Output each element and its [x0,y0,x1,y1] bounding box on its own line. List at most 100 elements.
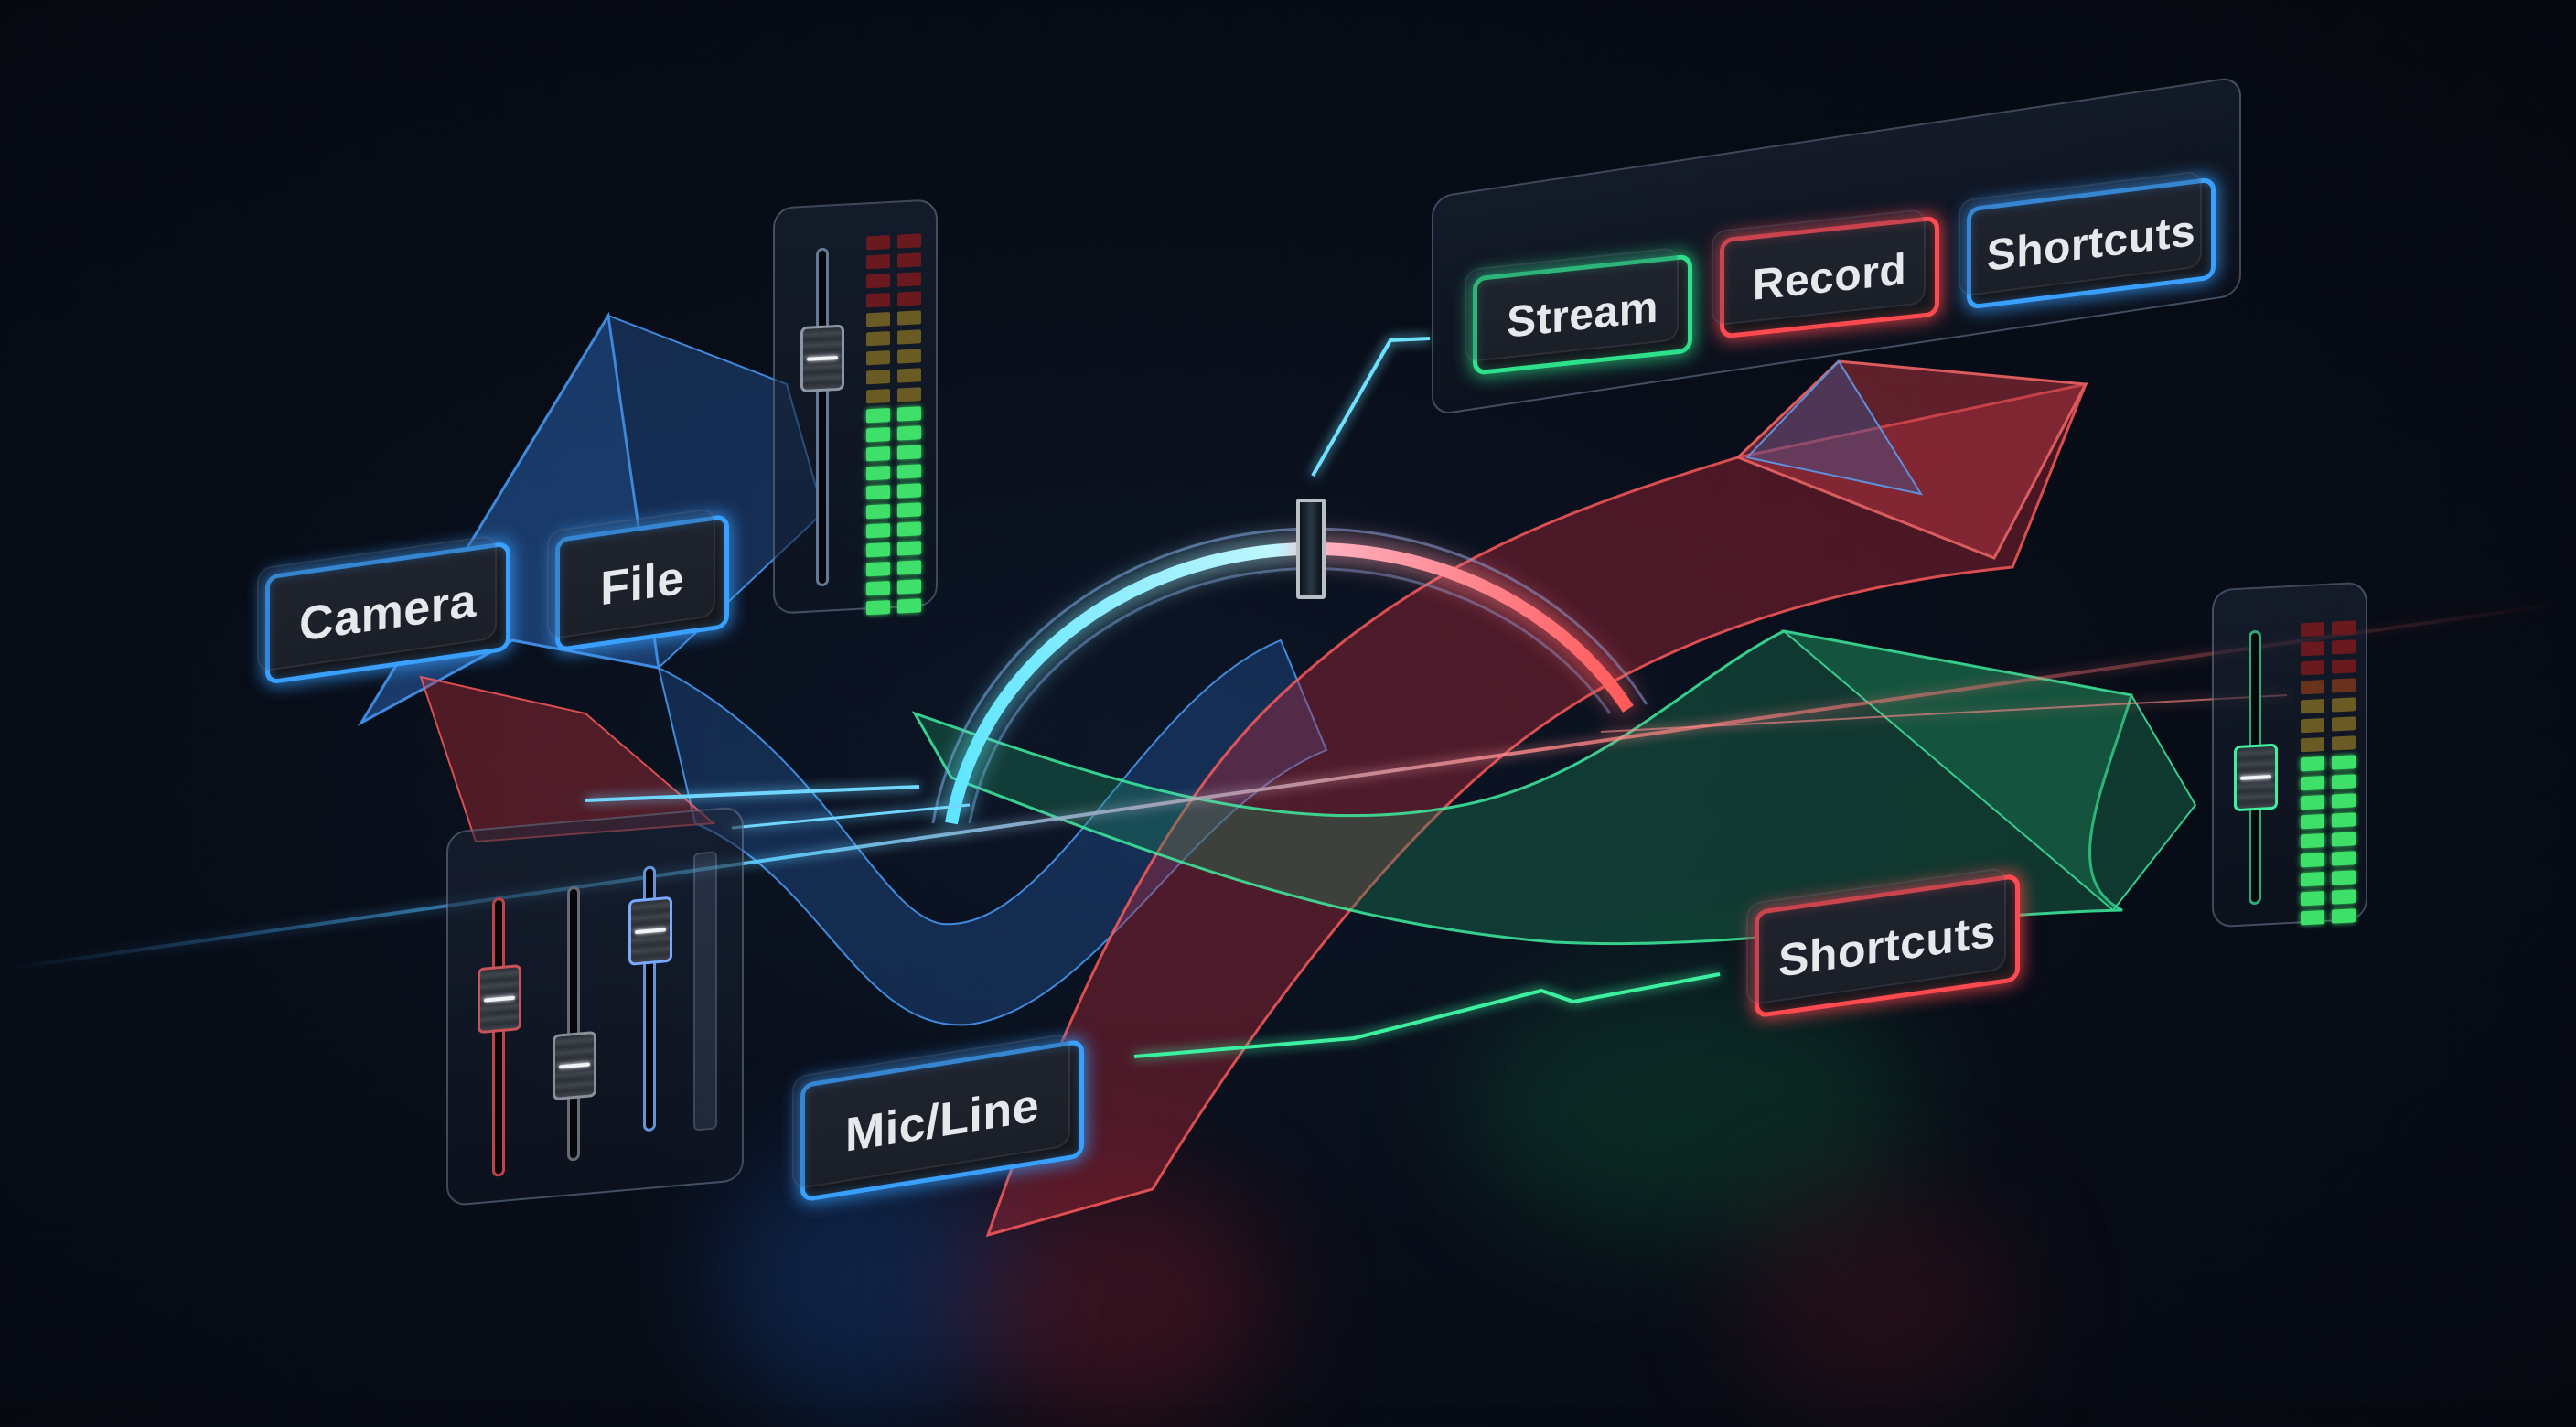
connector-stream-to-knob [1311,337,1431,477]
red-floor-reflection-2 [1738,1189,2012,1409]
meter-column [2332,620,2356,924]
channel-3-fader-handle[interactable] [628,896,672,966]
crossfader-arc [931,527,1648,825]
green-floor-reflection [1464,970,1921,1244]
meter-segment-red [2301,641,2324,657]
meter-column [897,233,921,614]
meter-segment-amber [897,368,921,383]
meter-segment-amber [897,329,921,345]
channel-fader-bank [446,805,744,1207]
meter-segment-green [897,425,921,441]
meter-column [2301,622,2324,926]
meter-segment-amber [866,370,890,385]
meter-segment-amber [897,310,921,326]
meter-segment-amber [866,331,890,347]
meter-segment-green [866,466,890,481]
channel-1-fader-handle[interactable] [478,964,521,1035]
meter-segment-green [2332,774,2356,789]
red-floor-reflection [961,1171,1272,1427]
meter-segment-green [2301,833,2324,849]
crossfader-knob[interactable] [1296,499,1326,599]
meter-segment-red [2301,622,2324,638]
meter-segment-orange [2301,680,2324,695]
meter-segment-red [2332,659,2356,674]
left-meter-fader-handle[interactable] [800,324,844,393]
meter-segment-green [2301,814,2324,830]
meter-segment-green [897,406,921,422]
meter-segment-red [897,233,921,249]
meter-segment-green [2332,832,2356,847]
meter-segment-green [2301,756,2324,772]
meter-segment-amber [866,350,890,366]
meter-segment-green [866,542,890,558]
channel-1-fader-track[interactable] [492,896,505,1177]
meter-segment-green [2332,755,2356,770]
meter-segment-green [897,464,921,479]
meter-segment-green [897,560,921,575]
right-meter-fader-handle[interactable] [2234,743,2278,812]
meter-segment-green [866,581,890,596]
channel-4-empty-track [693,851,717,1132]
meter-segment-red [897,252,921,268]
meter-segment-green [2332,908,2356,924]
meter-segment-amber [866,312,890,327]
channel-2-fader-handle[interactable] [553,1030,596,1101]
meter-segment-red [897,272,921,287]
meter-segment-red [866,293,890,308]
meter-segment-green [2332,812,2356,828]
left-level-meter [866,233,921,616]
meter-segment-green [897,598,921,614]
meter-segment-green [2301,910,2324,926]
meter-segment-amber [2332,716,2356,732]
meter-segment-amber [897,387,921,402]
left-meter-fader-track[interactable] [816,247,829,587]
meter-segment-green [897,483,921,499]
meter-segment-green [2332,889,2356,905]
meter-segment-green [2332,851,2356,866]
meter-segment-amber [2332,735,2356,751]
meter-segment-amber [2301,737,2324,753]
meter-segment-green [897,445,921,460]
meter-segment-red [2332,639,2356,655]
meter-column [866,235,890,616]
meter-segment-green [2301,872,2324,887]
meter-segment-green [866,427,890,443]
meter-segment-green [866,504,890,520]
meter-segment-green [866,600,890,616]
meter-segment-red [2301,660,2324,676]
meter-segment-green [897,521,921,537]
meter-segment-green [866,562,890,577]
meter-segment-red [866,254,890,270]
meter-segment-red [866,235,890,251]
meter-segment-orange [2332,678,2356,693]
right-level-meter-panel [2212,581,2367,928]
channel-2-fader-track[interactable] [567,885,580,1162]
meter-segment-green [2332,870,2356,885]
meter-segment-green [2301,795,2324,810]
meter-segment-red [2332,620,2356,636]
right-level-meter [2301,620,2356,926]
meter-segment-green [2301,776,2324,791]
meter-segment-amber [897,349,921,364]
meter-segment-green [866,408,890,424]
meter-segment-green [897,579,921,595]
file-button[interactable]: File [555,513,729,653]
meter-segment-green [2332,793,2356,809]
meter-segment-green [2301,853,2324,868]
meter-segment-amber [2301,718,2324,734]
left-level-meter-panel [773,198,938,616]
red-ribbon [419,359,2088,1238]
meter-segment-green [866,523,890,539]
light-streaks [0,602,2562,971]
meter-segment-green [866,446,890,462]
meter-segment-amber [866,389,890,404]
meter-segment-green [897,502,921,518]
connector-shortcuts-to-mixer [1133,972,1721,1058]
meter-segment-amber [2301,699,2324,714]
meter-segment-green [866,485,890,500]
meter-segment-red [866,274,890,289]
meter-segment-green [897,541,921,556]
meter-segment-amber [2332,697,2356,713]
meter-segment-red [897,291,921,306]
meter-segment-green [2301,891,2324,907]
